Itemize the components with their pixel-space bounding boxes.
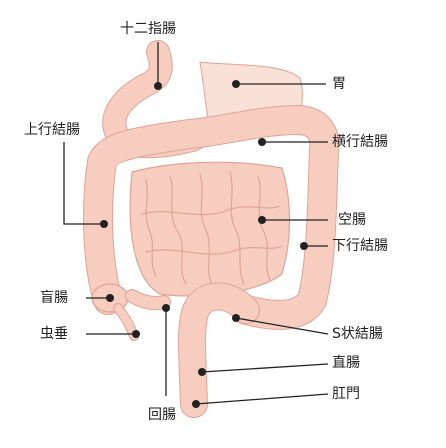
label-ascending-colon: 上行結腸 xyxy=(24,122,80,138)
small-intestine-folds xyxy=(141,171,283,287)
dot-rectum xyxy=(198,368,206,376)
dot-ileum xyxy=(162,304,170,312)
label-duodenum: 十二指腸 xyxy=(120,21,176,37)
dot-sigmoid-colon xyxy=(232,314,240,322)
label-descending-colon: 下行結腸 xyxy=(332,238,388,254)
dot-appendix xyxy=(132,330,140,338)
dot-ascending-colon xyxy=(100,220,108,228)
dot-duodenum xyxy=(154,82,162,90)
label-anus: 肛門 xyxy=(332,386,360,402)
leader-sigmoid-colon xyxy=(235,317,329,335)
dot-anus xyxy=(192,400,200,408)
leader-dots xyxy=(100,80,308,408)
label-stomach: 胃 xyxy=(332,76,346,92)
label-jejunum: 空腸 xyxy=(338,212,366,228)
label-cecum: 盲腸 xyxy=(40,290,68,306)
dot-transverse-colon xyxy=(258,138,266,146)
leader-lines xyxy=(63,42,329,405)
leader-anus xyxy=(195,393,329,405)
label-ileum: 回腸 xyxy=(148,407,176,423)
label-sigmoid-colon: S状結腸 xyxy=(332,326,383,342)
small-intestine-shape xyxy=(129,161,291,297)
label-transverse-colon: 横行結腸 xyxy=(332,134,388,150)
dot-stomach xyxy=(232,80,240,88)
dot-descending-colon xyxy=(300,242,308,250)
label-appendix: 虫垂 xyxy=(40,326,68,342)
leader-ascending-colon xyxy=(63,142,104,225)
dot-cecum xyxy=(106,294,114,302)
dot-jejunum xyxy=(258,216,266,224)
label-rectum: 直腸 xyxy=(332,355,360,371)
leader-rectum xyxy=(201,363,329,373)
